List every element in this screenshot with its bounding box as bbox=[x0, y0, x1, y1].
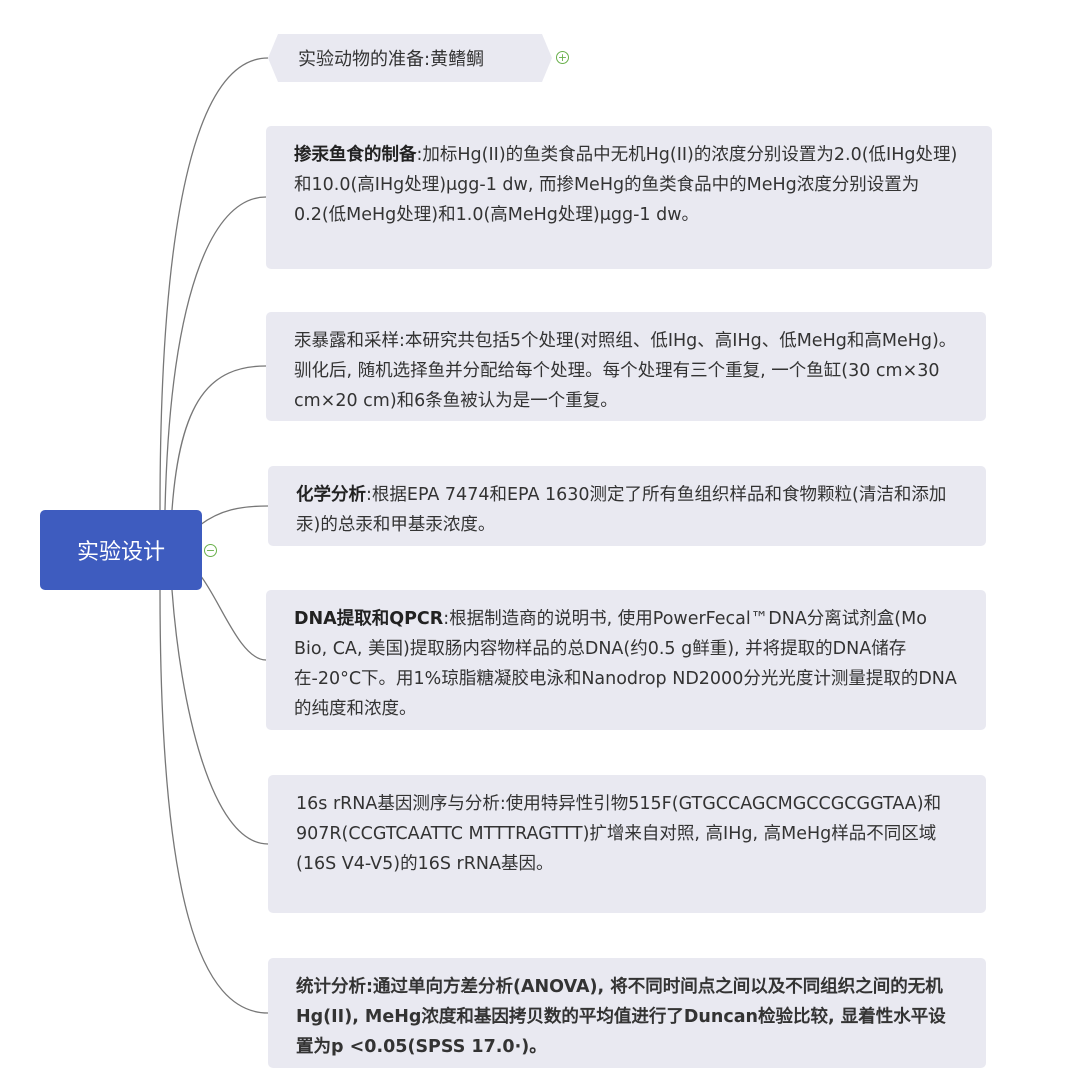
central-topic[interactable]: 实验设计 bbox=[40, 510, 202, 590]
node-title: 汞暴露和采样 bbox=[294, 331, 399, 351]
node-title: 化学分析 bbox=[296, 485, 366, 505]
node-16s-sequencing[interactable]: 16s rRNA基因测序与分析:使用特异性引物515F(GTGCCAGCMGCC… bbox=[268, 775, 986, 913]
collapse-icon[interactable]: − bbox=[204, 544, 217, 557]
node-chemical-analysis[interactable]: 化学分析:根据EPA 7474和EPA 1630测定了所有鱼组织样品和食物颗粒(… bbox=[268, 466, 986, 546]
node-text: :根据EPA 7474和EPA 1630测定了所有鱼组织样品和食物颗粒(清洁和添… bbox=[296, 485, 947, 535]
node-title: 16s rRNA基因测序与分析 bbox=[296, 794, 500, 814]
central-topic-label: 实验设计 bbox=[76, 540, 165, 565]
node-animal-prep[interactable]: 实验动物的准备:黄鳍鲷 bbox=[268, 34, 552, 82]
node-label: 实验动物的准备:黄鳍鲷 bbox=[298, 49, 485, 70]
node-exposure-sampling[interactable]: 汞暴露和采样:本研究共包括5个处理(对照组、低IHg、高IHg、低MeHg和高M… bbox=[266, 312, 986, 421]
node-title: DNA提取和QPCR bbox=[294, 609, 444, 629]
node-text: :通过单向方差分析(ANOVA), 将不同时间点之间以及不同组织之间的无机Hg(… bbox=[296, 977, 946, 1057]
node-title: 掺汞鱼食的制备 bbox=[294, 145, 417, 165]
node-text: :本研究共包括5个处理(对照组、低IHg、高IHg、低MeHg和高MeHg)。驯… bbox=[294, 331, 957, 411]
node-text: :根据制造商的说明书, 使用PowerFecal™DNA分离试剂盒(Mo Bio… bbox=[294, 609, 957, 719]
node-dna-extraction[interactable]: DNA提取和QPCR:根据制造商的说明书, 使用PowerFecal™DNA分离… bbox=[266, 590, 986, 730]
node-text: :使用特异性引物515F(GTGCCAGCMGCCGCGGTAA)和907R(C… bbox=[296, 794, 942, 874]
node-title: 统计分析 bbox=[296, 977, 366, 997]
expand-icon[interactable]: + bbox=[556, 51, 569, 64]
node-text: :加标Hg(II)的鱼类食品中无机Hg(II)的浓度分别设置为2.0(低IHg处… bbox=[294, 145, 958, 225]
node-statistics[interactable]: 统计分析:通过单向方差分析(ANOVA), 将不同时间点之间以及不同组织之间的无… bbox=[268, 958, 986, 1068]
node-feed-prep[interactable]: 掺汞鱼食的制备:加标Hg(II)的鱼类食品中无机Hg(II)的浓度分别设置为2.… bbox=[266, 126, 992, 269]
